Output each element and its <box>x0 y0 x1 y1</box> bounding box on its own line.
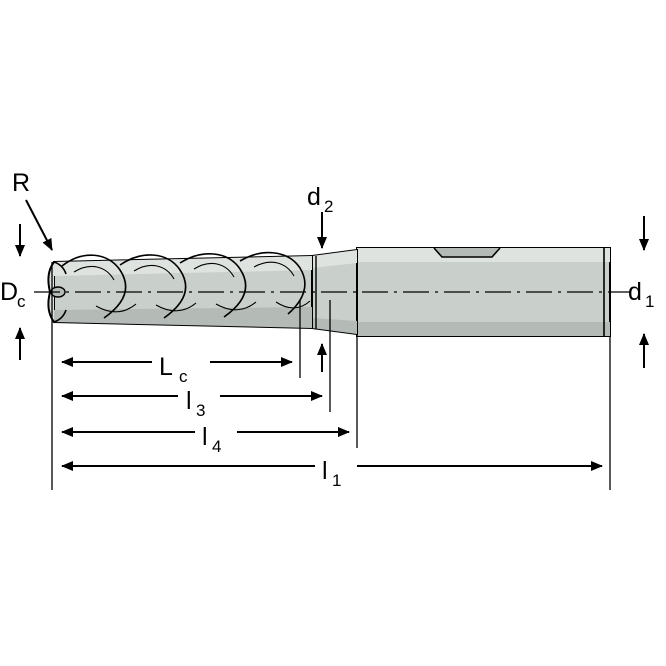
neck-shadow <box>312 318 357 334</box>
label-d1-sub: 1 <box>645 292 654 311</box>
label-l4-sub: 4 <box>212 437 221 456</box>
dimension-marker-Dc: D c <box>0 224 26 360</box>
label-Dc-sub: c <box>17 292 26 311</box>
l1-label-bg <box>315 452 357 480</box>
shank-flat-feature <box>433 247 501 258</box>
corner-radius-arc-bottom <box>53 309 67 323</box>
l3-label-bg <box>178 382 220 410</box>
dimension-marker-d1: d 1 <box>628 216 654 368</box>
flute-relief-lines <box>73 261 311 313</box>
corner-radius-arc-top <box>53 261 67 275</box>
shank-shadow-bottom <box>357 322 610 336</box>
dimension-line-l4: l 4 <box>61 418 350 456</box>
dimension-marker-d2: d 2 <box>307 183 333 249</box>
label-l3-main: l <box>186 387 192 415</box>
tool-body-group <box>34 247 630 337</box>
label-l3-sub: 3 <box>196 401 205 420</box>
label-d2-main: d <box>307 183 321 211</box>
R-leader-arrow <box>25 199 53 251</box>
dimension-line-Lc: L c <box>61 348 293 386</box>
shank-section <box>356 247 611 337</box>
label-d1-main: d <box>628 278 642 306</box>
flute-highlight-top <box>54 256 312 276</box>
label-l4-main: l <box>202 423 208 451</box>
label-l1-main: l <box>322 457 328 485</box>
neck-highlight <box>312 250 357 268</box>
label-Dc-main: D <box>0 278 18 306</box>
dimension-marker-R: R <box>12 169 53 251</box>
dimension-line-l1: l 1 <box>61 452 603 490</box>
Lc-label-bg <box>152 348 210 376</box>
label-d2-sub: 2 <box>324 197 333 216</box>
extension-lines <box>51 262 611 490</box>
label-l1-sub: 1 <box>332 471 341 490</box>
label-Lc-main: L <box>159 353 173 381</box>
label-Lc-sub: c <box>179 367 188 386</box>
l4-label-bg <box>195 418 237 446</box>
dimension-line-l3: l 3 <box>61 382 323 420</box>
label-R-main: R <box>12 169 30 197</box>
flute-section <box>47 251 313 330</box>
